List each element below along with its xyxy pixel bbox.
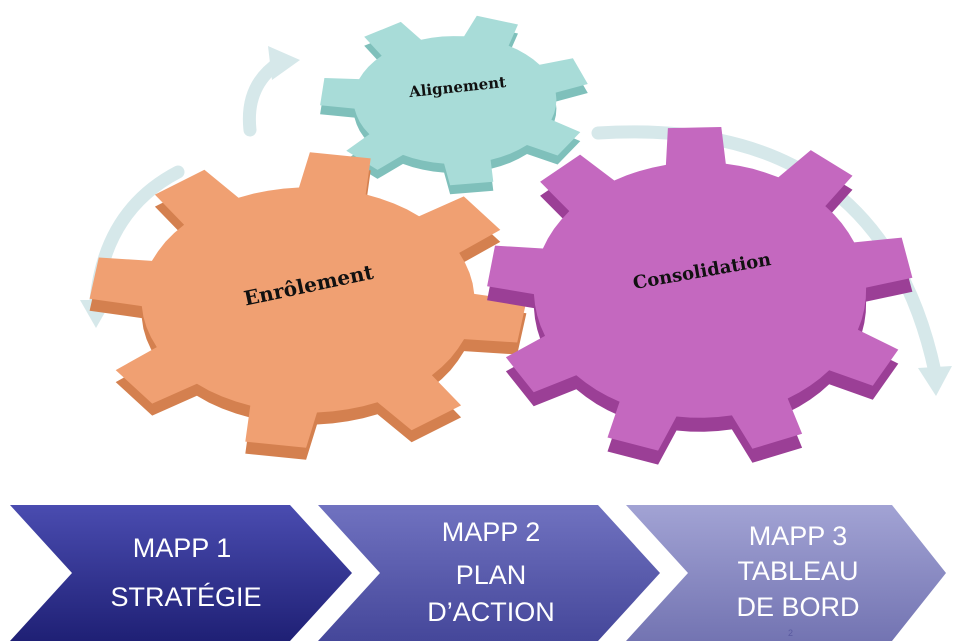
gear-consolidation-face [487,127,913,451]
step-mapp-1: MAPP 1 STRATÉGIE [10,505,352,641]
gear-enrolement [89,152,527,460]
step-2-line-1: MAPP 2 [442,517,541,547]
chevron-2 [318,505,660,641]
step-1-line-1: MAPP 1 [133,533,232,563]
gear-alignement-face [320,15,588,186]
step-2-line-3: D’ACTION [427,597,555,627]
step-mapp-3: MAPP 3 TABLEAU DE BORD [626,505,946,641]
arrowhead-right-icon [918,366,952,396]
chevron-1 [10,505,352,641]
gear-alignement [320,15,588,195]
gear-enrolement-face [89,152,527,448]
chevron-3 [626,505,946,641]
page-number: 2 [788,628,794,638]
step-1-line-2: STRATÉGIE [110,582,261,612]
step-mapp-2: MAPP 2 PLAN D’ACTION [318,505,660,641]
step-3-line-2: TABLEAU [737,556,858,586]
process-steps: MAPP 1 STRATÉGIE MAPP 2 PLAN D’ACTION MA… [10,505,946,641]
arrowhead-top-left-icon [268,46,300,80]
step-2-line-2: PLAN [456,560,527,590]
step-3-line-1: MAPP 3 [749,521,848,551]
step-3-line-3: DE BORD [736,592,859,622]
gear-consolidation [487,127,913,465]
